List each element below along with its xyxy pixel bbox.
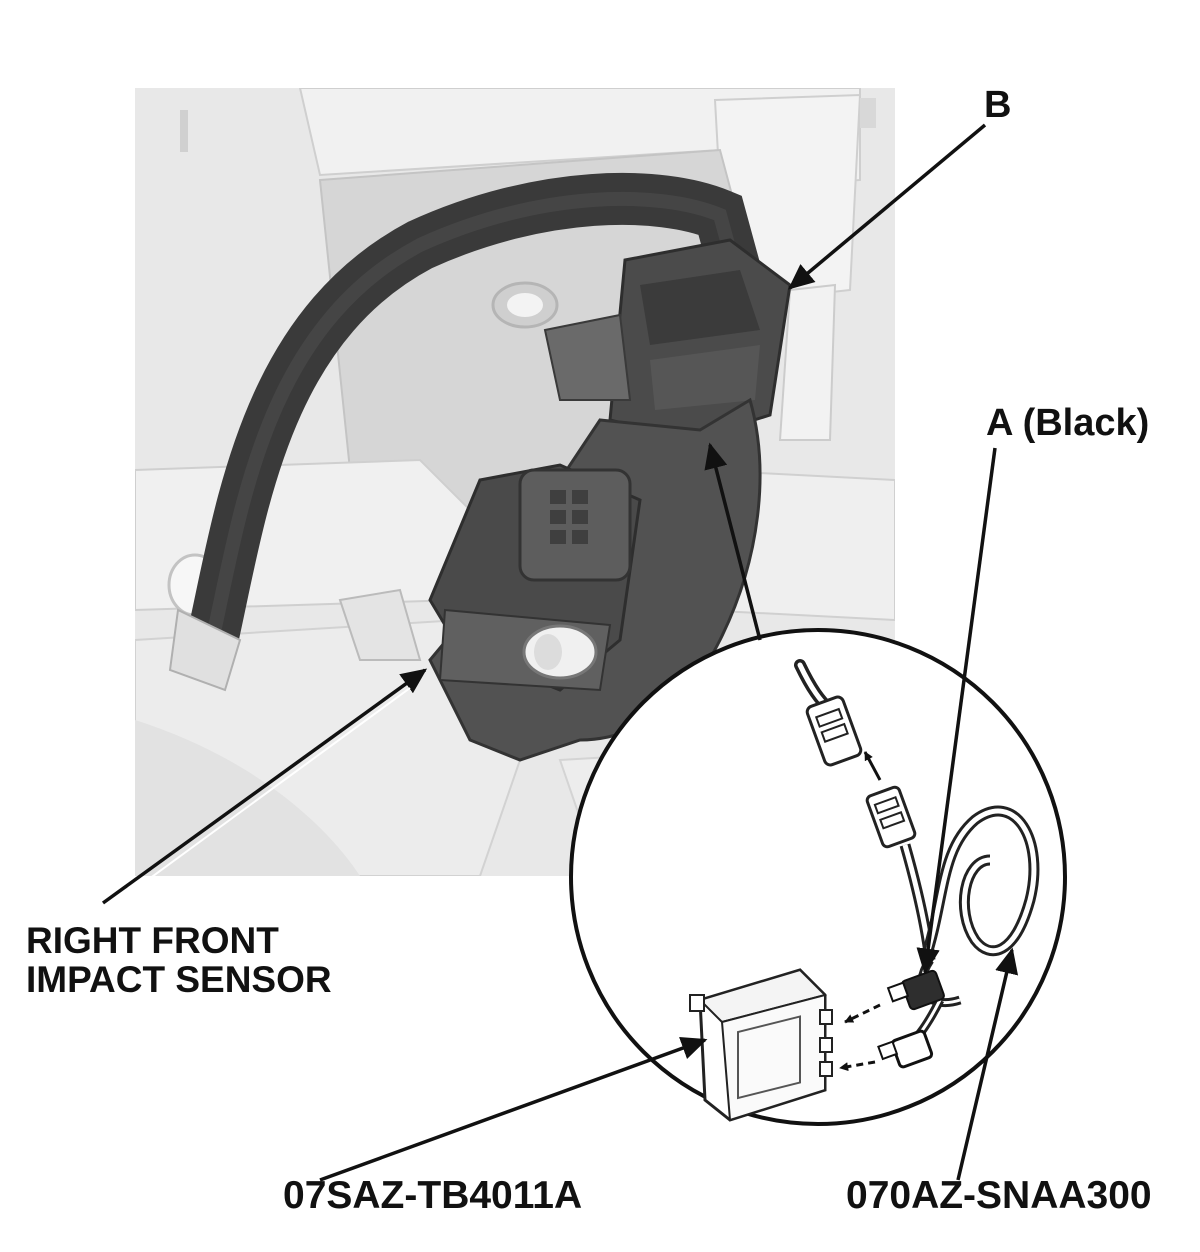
leader-b xyxy=(788,123,987,290)
label-harness-part-number: 070AZ-SNAA300 xyxy=(846,1174,1152,1217)
leader-simulator xyxy=(319,1037,708,1182)
label-a-black: A (Black) xyxy=(986,402,1150,444)
leader-inset-to-connector xyxy=(704,442,762,641)
label-sensor-line1: RIGHT FRONT xyxy=(26,920,279,961)
label-right-front-impact-sensor: RIGHT FRONT IMPACT SENSOR xyxy=(26,920,332,1000)
second-connector xyxy=(877,1029,934,1069)
wire-harness xyxy=(168,172,761,692)
label-b: B xyxy=(984,84,1012,126)
harness-connector-detail xyxy=(865,785,917,849)
leader-sensor xyxy=(101,668,428,905)
right-front-impact-sensor xyxy=(428,397,762,762)
leader-lines xyxy=(101,123,1019,1182)
simulator-box xyxy=(689,968,833,1122)
label-simulator-part-number: 07SAZ-TB4011A xyxy=(283,1174,583,1217)
connector-a-black xyxy=(886,969,945,1011)
vehicle-connector-detail xyxy=(805,695,863,767)
leader-a xyxy=(916,447,997,975)
label-sensor-line2: IMPACT SENSOR xyxy=(26,958,332,1000)
detail-inset xyxy=(569,628,1067,1126)
connector-b xyxy=(543,238,792,442)
leader-sub-harness xyxy=(956,947,1019,1181)
